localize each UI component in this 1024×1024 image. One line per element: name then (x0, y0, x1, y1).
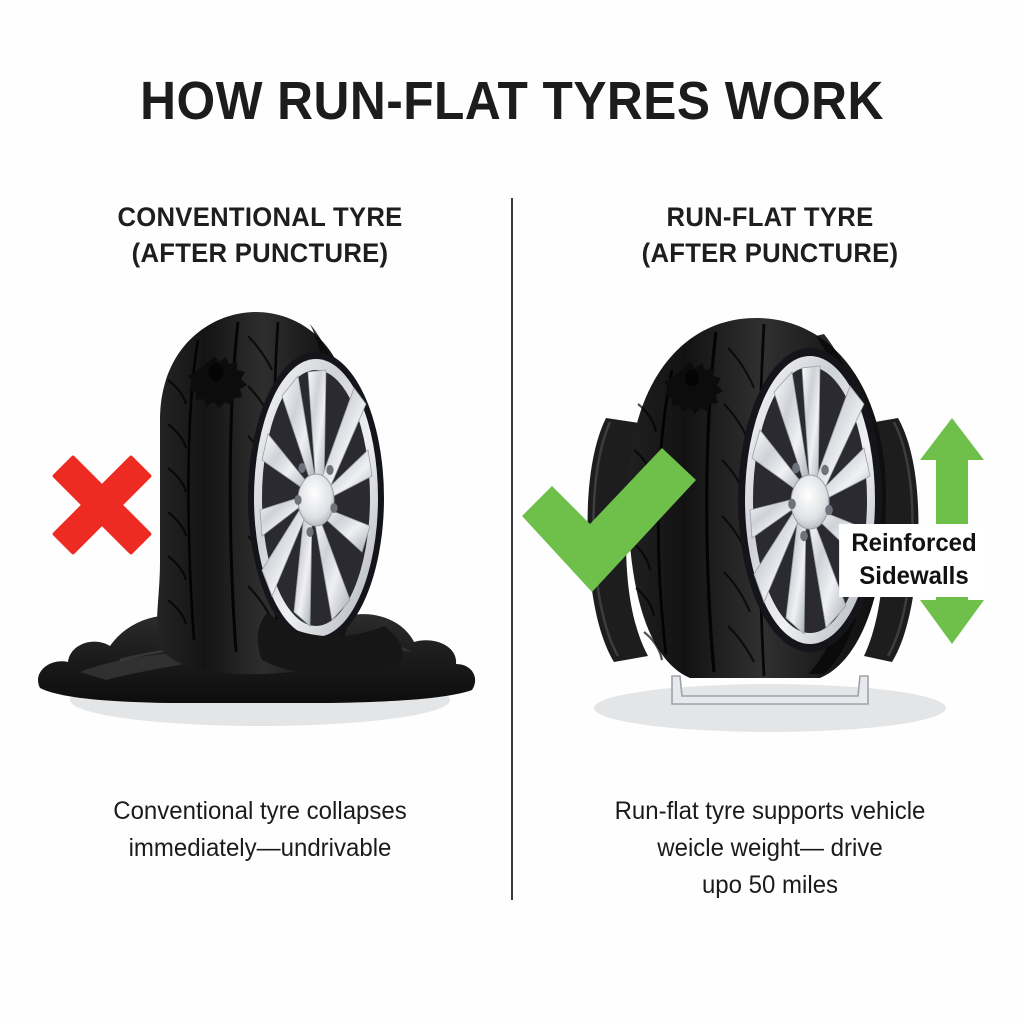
right-column-header: RUN-FLAT TYRE (AFTER PUNCTURE) (556, 200, 984, 272)
left-caption-line1: Conventional tyre collapses (113, 797, 407, 825)
alloy-wheel (248, 352, 384, 644)
annotation-line1: Reinforced (851, 529, 977, 557)
left-column-header: CONVENTIONAL TYRE (AFTER PUNCTURE) (46, 200, 474, 272)
reinforced-sidewalls-annotation: Reinforced Sidewalls (839, 524, 989, 597)
check-icon (522, 448, 696, 592)
arrow-up-icon (920, 418, 984, 530)
left-caption: Conventional tyre collapses immediately—… (39, 793, 481, 867)
right-header-line1: RUN-FLAT TYRE (666, 202, 874, 232)
cross-icon (52, 455, 152, 555)
left-header-line2: (AFTER PUNCTURE) (131, 237, 389, 268)
column-divider (511, 198, 513, 900)
alloy-wheel (738, 348, 882, 652)
conventional-tyre-illustration (10, 300, 510, 770)
ground-shadow (594, 684, 946, 732)
page-title: HOW RUN-FLAT TYRES WORK (140, 71, 884, 131)
right-header-line2: (AFTER PUNCTURE) (641, 237, 899, 268)
support-base-plate (671, 675, 869, 705)
puncture-hole-icon (664, 362, 723, 414)
left-caption-line2: immediately—undrivable (128, 834, 392, 862)
right-caption: Run-flat tyre supports vehicle weicle we… (549, 793, 991, 904)
rubber-drape-over-rim (257, 612, 403, 676)
right-caption-line1: Run-flat tyre supports vehicle (614, 797, 926, 825)
right-caption-line2: weicle weight— drive (657, 834, 883, 862)
puncture-hole-icon (188, 356, 247, 408)
right-caption-line3: upo 50 miles (701, 871, 839, 899)
left-header-line1: CONVENTIONAL TYRE (117, 202, 403, 232)
annotation-line2: Sidewalls (859, 562, 969, 591)
